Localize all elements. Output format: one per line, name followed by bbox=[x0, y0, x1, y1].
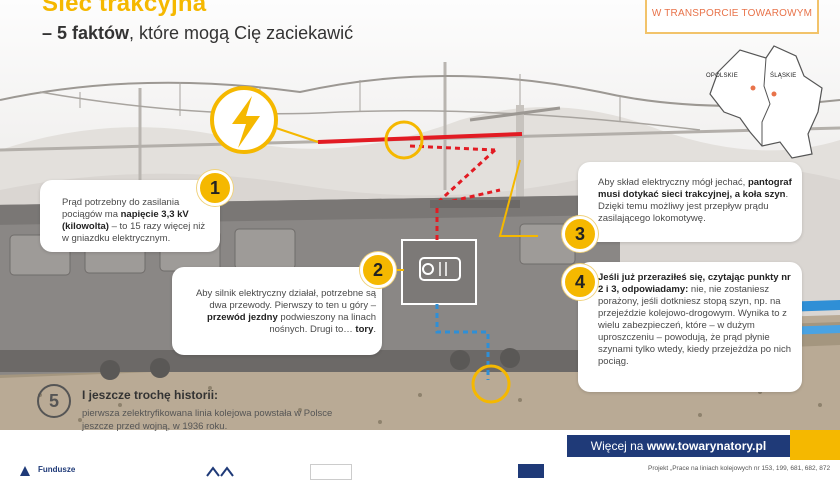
page-title: Sieć trakcyjna bbox=[42, 0, 207, 17]
fact-2-run: tory bbox=[355, 324, 374, 335]
map-label-slaskie: ŚLĄSKIE bbox=[770, 73, 797, 79]
brand-tagline: W TRANSPORCIE TOWAROWYM bbox=[651, 8, 813, 19]
partner-logo bbox=[310, 464, 352, 480]
fact-2-box: Aby silnik elektryczny działał, potrzebn… bbox=[172, 267, 382, 355]
fact-4-text: Jeśli już przeraziłeś się, czytając punk… bbox=[598, 272, 794, 368]
map-label-opolskie: OPOLSKIE bbox=[706, 73, 738, 79]
fact-3-box: Aby skład elektryczny mógł jechać, panto… bbox=[578, 162, 802, 242]
fact-2-run: Aby silnik elektryczny działał, potrzebn… bbox=[195, 288, 376, 311]
fact-4-badge: 4 bbox=[562, 264, 598, 300]
fact-3-run: . Dzięki temu możliwy jest przepływ prąd… bbox=[598, 189, 789, 224]
fact-4-run: nie, nie zostaniesz porażony, jeśli dotk… bbox=[598, 284, 792, 367]
history-badge: 5 bbox=[37, 384, 71, 418]
fact-2-run: . bbox=[373, 324, 376, 335]
subtitle-bold: – 5 faktów bbox=[42, 23, 130, 43]
footer-project-text: Projekt „Prace na liniach kolejowych nr … bbox=[648, 465, 831, 472]
region-map: OPOLSKIE ŚLĄSKIE bbox=[700, 42, 830, 162]
history-title: I jeszcze trochę historii: bbox=[82, 388, 219, 402]
fact-1-badge: 1 bbox=[197, 170, 233, 206]
footer: Fundusze Projekt „Prace na liniach kolej… bbox=[0, 460, 840, 480]
subtitle-rest: , które mogą Cię zaciekawić bbox=[129, 23, 354, 43]
fact-1-run: napięcie 3,3 kV (kilowolta) bbox=[62, 209, 189, 232]
eu-flag-icon bbox=[518, 464, 544, 478]
rail-logo-icon bbox=[206, 466, 234, 477]
fact-1-run: – to 15 razy więcej niż w gniazdku elekt… bbox=[62, 221, 206, 244]
fact-2-run: podwieszony na linach nośnych. Drugi to… bbox=[269, 312, 376, 335]
fact-3-run: pantograf musi dotykać sieci trakcyjnej,… bbox=[598, 177, 792, 200]
more-prefix: Więcej na bbox=[590, 439, 647, 453]
fact-3-text: Aby skład elektryczny mógł jechać, panto… bbox=[598, 177, 794, 225]
fact-1-box: Prąd potrzebny do zasilania pociągów ma … bbox=[40, 180, 220, 252]
eu-funds-icon bbox=[20, 466, 30, 476]
map-outline-icon bbox=[709, 45, 823, 159]
history-text: pierwsza zelektryfikowana linia kolejowa… bbox=[82, 408, 333, 432]
fact-4-box: Jeśli już przeraziłeś się, czytając punk… bbox=[578, 262, 802, 392]
corner-accent bbox=[790, 430, 840, 460]
footer-funds-logo: Fundusze bbox=[38, 465, 76, 474]
fact-1-text: Prąd potrzebny do zasilania pociągów ma … bbox=[62, 197, 212, 245]
fact-4-run: Jeśli już przeraziłeś się, czytając punk… bbox=[598, 272, 791, 295]
fact-2-run: przewód jezdny bbox=[207, 312, 278, 323]
more-info-link[interactable]: Więcej na www.towarynatory.pl bbox=[567, 435, 790, 457]
brand-box: W TRANSPORCIE TOWAROWYM bbox=[645, 0, 819, 34]
fact-3-badge: 3 bbox=[562, 216, 598, 252]
fact-2-badge: 2 bbox=[360, 252, 396, 288]
fact-3-run: Aby skład elektryczny mógł jechać, bbox=[598, 177, 748, 188]
more-url[interactable]: www.towarynatory.pl bbox=[646, 439, 767, 453]
page-subtitle: – 5 faktów, które mogą Cię zaciekawić bbox=[42, 23, 353, 44]
fact-2-text: Aby silnik elektryczny działał, potrzebn… bbox=[186, 288, 376, 336]
fact-1-run: Prąd potrzebny do zasilania pociągów ma bbox=[62, 197, 180, 220]
